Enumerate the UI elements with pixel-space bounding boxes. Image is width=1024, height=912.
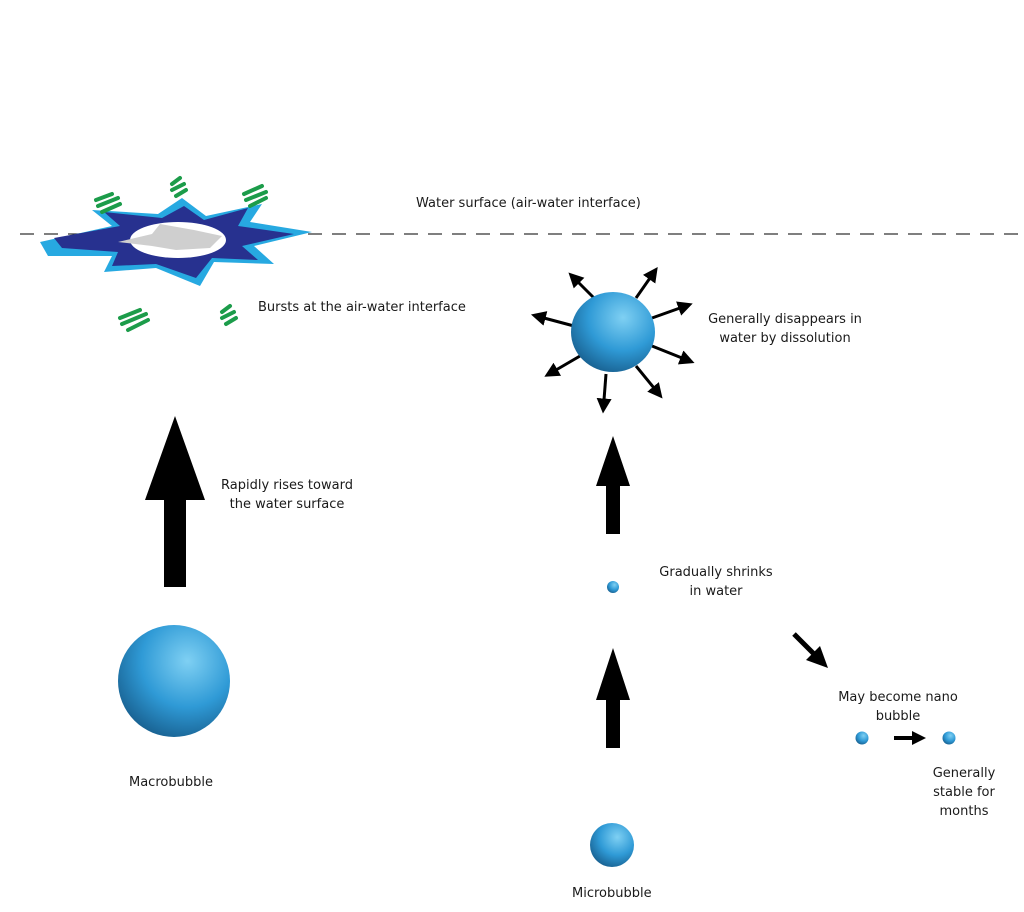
- shrinks-label: Gradually shrinks in water: [652, 563, 780, 601]
- nano-bubble-icon: [855, 731, 869, 745]
- stable-nano-bubble-icon: [942, 731, 956, 745]
- lower-rise-arrow-icon: [596, 648, 630, 748]
- rises-label-line1: Rapidly rises toward: [221, 478, 353, 493]
- rises-label: Rapidly rises toward the water surface: [212, 476, 362, 514]
- upper-rise-arrow-icon: [596, 436, 630, 534]
- stable-label-line3: months: [939, 804, 989, 819]
- stable-label: Generally stable for months: [920, 764, 1008, 821]
- microbubble-label: Microbubble: [572, 886, 652, 901]
- shrinks-label-line1: Gradually shrinks: [659, 565, 773, 580]
- macrobubble-icon: [118, 625, 230, 737]
- disappears-label-line1: Generally disappears in: [708, 312, 862, 327]
- water-surface-label: Water surface (air-water interface): [416, 196, 641, 211]
- shrinking-bubble-icon: [607, 581, 619, 593]
- stable-label-line1: Generally: [932, 766, 996, 781]
- macrobubble-label: Macrobubble: [129, 775, 213, 790]
- rise-arrow-icon: [145, 416, 205, 587]
- diagonal-arrow-icon: [792, 632, 828, 668]
- bursts-label: Bursts at the air-water interface: [258, 300, 466, 315]
- microbubble-icon: [590, 823, 634, 867]
- dissolving-bubble-icon: [530, 266, 695, 414]
- shrinks-label-line2: in water: [689, 584, 743, 599]
- nano-arrow-icon: [894, 731, 926, 745]
- disappears-label: Generally disappears in water by dissolu…: [700, 310, 870, 348]
- disappears-label-line2: water by dissolution: [719, 331, 851, 346]
- stable-label-line2: stable for: [933, 785, 995, 800]
- nano-label-line1: May become nano: [838, 690, 958, 705]
- nano-label: May become nano bubble: [838, 688, 958, 726]
- burst-icon: [40, 198, 312, 286]
- rises-label-line2: the water surface: [229, 497, 345, 512]
- splash-icon: [94, 176, 268, 332]
- nano-label-line2: bubble: [875, 709, 921, 724]
